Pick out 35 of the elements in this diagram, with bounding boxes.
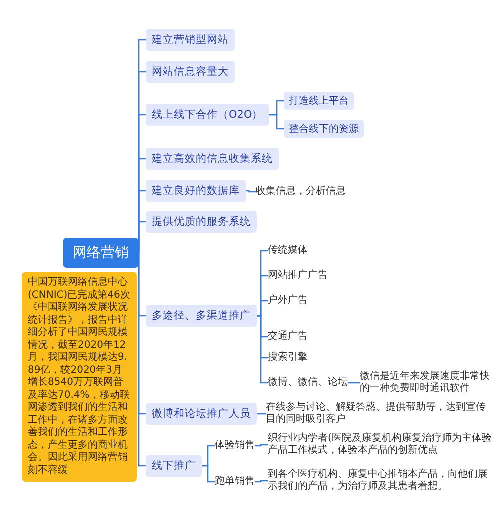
- leaf-text: 织行业内学者(医院及康复机构康复治疗师为主体验产品工作模式，体验本产品的创新优点: [268, 433, 496, 457]
- connector-line: [348, 382, 360, 384]
- connector-line: [257, 315, 268, 384]
- topic-box: 建立营销型网站: [146, 29, 235, 51]
- note-box: 中国万联网络信息中心(CNNIC)已完成第46次《中国联网络发展状况统计报告》，报告中详细分析了中国网民规模情况，截至2020年12月，我国网民规模达9.89亿，较2020年3月增长8540万万联网普及率达70.4%，移动联网渗透到我们的生活和工作中，在诸多方面改善我们的生活和工作形态，产生更多的商业机会。因此采用网络营销刻不容缓: [22, 272, 137, 482]
- topic-box: 网站信息容量大: [146, 61, 235, 83]
- topic-box: 多途径、多渠道推广: [146, 305, 257, 327]
- leaf-text: 户外广告: [268, 295, 308, 307]
- leaf-text: 体验销售: [215, 440, 255, 452]
- leaf-text: 交通广告: [268, 331, 308, 343]
- leaf-text: 微博、微信、论坛: [268, 377, 348, 389]
- connector-line: [202, 465, 215, 483]
- connector-line: [269, 114, 284, 130]
- leaf-text: 网站推广广告: [268, 270, 328, 282]
- leaf-text: 跑单销售: [215, 476, 255, 488]
- leaf-text: 传统媒体: [268, 245, 308, 257]
- leaf-text: 微信是近年来发展速度非常快的一种免费即时通讯软件: [360, 371, 496, 395]
- connector-line: [255, 444, 268, 447]
- topic-box: 线上线下合作（O2O）: [146, 104, 270, 126]
- leaf-text: 到各个医疗机构、康复中心推销本产品，向他们展示我们的产品，为治疗师及其患者着想。: [268, 469, 496, 493]
- subtopic-box: 整合线下的资源: [284, 120, 364, 138]
- connector-line: [138, 252, 146, 467]
- topic-box: 提供优质的服务系统: [146, 211, 257, 233]
- topic-box: 建立良好的数据库: [146, 180, 246, 202]
- leaf-text: 收集信息，分析信息: [256, 186, 346, 198]
- connector-line: [255, 480, 268, 483]
- topic-box: 微博和论坛推广人员: [146, 403, 257, 425]
- leaf-text: 在线参与讨论、解疑答惑、提供帮助等，达到宣传目的同时吸引客户: [266, 402, 494, 426]
- leaf-text: 搜索引擎: [268, 352, 308, 364]
- central-topic-box: 网络营销: [63, 238, 139, 268]
- subtopic-box: 打造线上平台: [284, 92, 354, 110]
- connector-line: [246, 190, 256, 193]
- topic-box: 线下推广: [146, 455, 202, 477]
- connector-line: [138, 221, 146, 254]
- topic-box: 建立高效的信息收集系统: [146, 148, 279, 170]
